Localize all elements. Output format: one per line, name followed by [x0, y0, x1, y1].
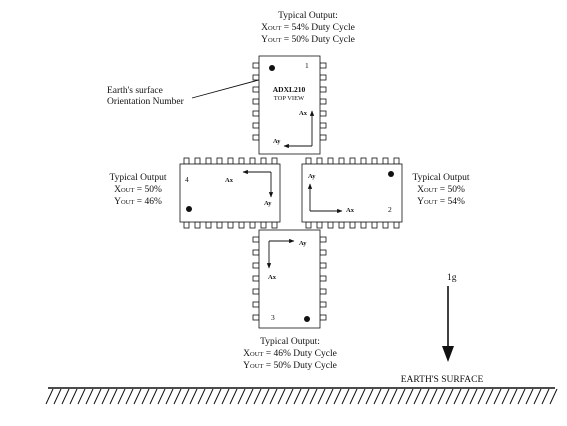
- top-caption-title: Typical Output:: [278, 11, 338, 21]
- pin1-dot: [304, 316, 310, 322]
- chip-right-ay: Ay: [308, 173, 316, 180]
- chip-part-number: ADXL210: [273, 85, 306, 94]
- right-caption: Typical Output XOUT = 50% YOUT = 54%: [412, 173, 469, 207]
- left-caption: Typical Output XOUT = 50% YOUT = 46%: [109, 173, 166, 207]
- gravity-arrow-head: [442, 346, 454, 362]
- right-caption-yout: YOUT = 54%: [417, 197, 465, 207]
- chip-top-ax: Ax: [299, 110, 308, 117]
- bottom-caption-xout: XOUT = 46% Duty Cycle: [243, 349, 337, 359]
- chip-left-body: [179, 163, 281, 223]
- left-caption-title: Typical Output: [109, 173, 166, 183]
- annotation-line2: Orientation Number: [107, 97, 185, 107]
- top-caption: Typical Output: XOUT = 54% Duty Cycle YO…: [261, 11, 355, 45]
- chip-left-ax: Ax: [225, 177, 234, 184]
- chip-bottom-ax: Ax: [268, 274, 277, 281]
- pin1-dot: [388, 171, 394, 177]
- chip-top-body: [258, 55, 321, 155]
- chip-left-number: 4: [185, 175, 189, 184]
- chip-bottom-ay: Ay: [299, 240, 307, 247]
- chip-right-body: [301, 163, 403, 223]
- chip-right: 2 Ay Ax: [301, 157, 403, 229]
- gravity-indicator: 1g: [442, 273, 457, 362]
- bottom-caption: Typical Output: XOUT = 46% Duty Cycle YO…: [243, 337, 337, 371]
- right-caption-title: Typical Output: [412, 173, 469, 183]
- chip-left-ay: Ay: [264, 200, 272, 207]
- ground-hatching: [45, 388, 558, 405]
- pin1-dot: [269, 65, 275, 71]
- bottom-caption-title: Typical Output:: [260, 337, 320, 347]
- top-caption-xout: XOUT = 54% Duty Cycle: [261, 23, 355, 33]
- annotation-line1: Earth's surface: [107, 85, 163, 96]
- top-caption-yout: YOUT = 50% Duty Cycle: [261, 35, 355, 45]
- chip-bottom-number: 3: [271, 313, 275, 322]
- chip-view-label: TOP VIEW: [274, 95, 305, 102]
- chip-right-number: 2: [388, 205, 392, 214]
- left-caption-xout: XOUT = 50%: [114, 185, 162, 195]
- left-caption-yout: YOUT = 46%: [114, 197, 162, 207]
- chip-left: 4 Ax Ay: [179, 157, 281, 229]
- earth-surface: EARTH'S SURFACE: [45, 375, 558, 405]
- pin1-dot: [186, 206, 192, 212]
- right-caption-xout: XOUT = 50%: [417, 185, 465, 195]
- chip-top-number: 1: [305, 61, 309, 70]
- chip-top-ay: Ay: [273, 138, 281, 145]
- chip-right-ax: Ax: [346, 207, 355, 214]
- bottom-caption-yout: YOUT = 50% Duty Cycle: [243, 361, 337, 371]
- chip-bottom: 3 Ay Ax: [252, 229, 327, 329]
- gravity-label: 1g: [447, 273, 457, 283]
- chip-top: 1 ADXL210 TOP VIEW Ax Ay: [252, 55, 327, 155]
- earth-surface-label: EARTH'S SURFACE: [401, 375, 484, 385]
